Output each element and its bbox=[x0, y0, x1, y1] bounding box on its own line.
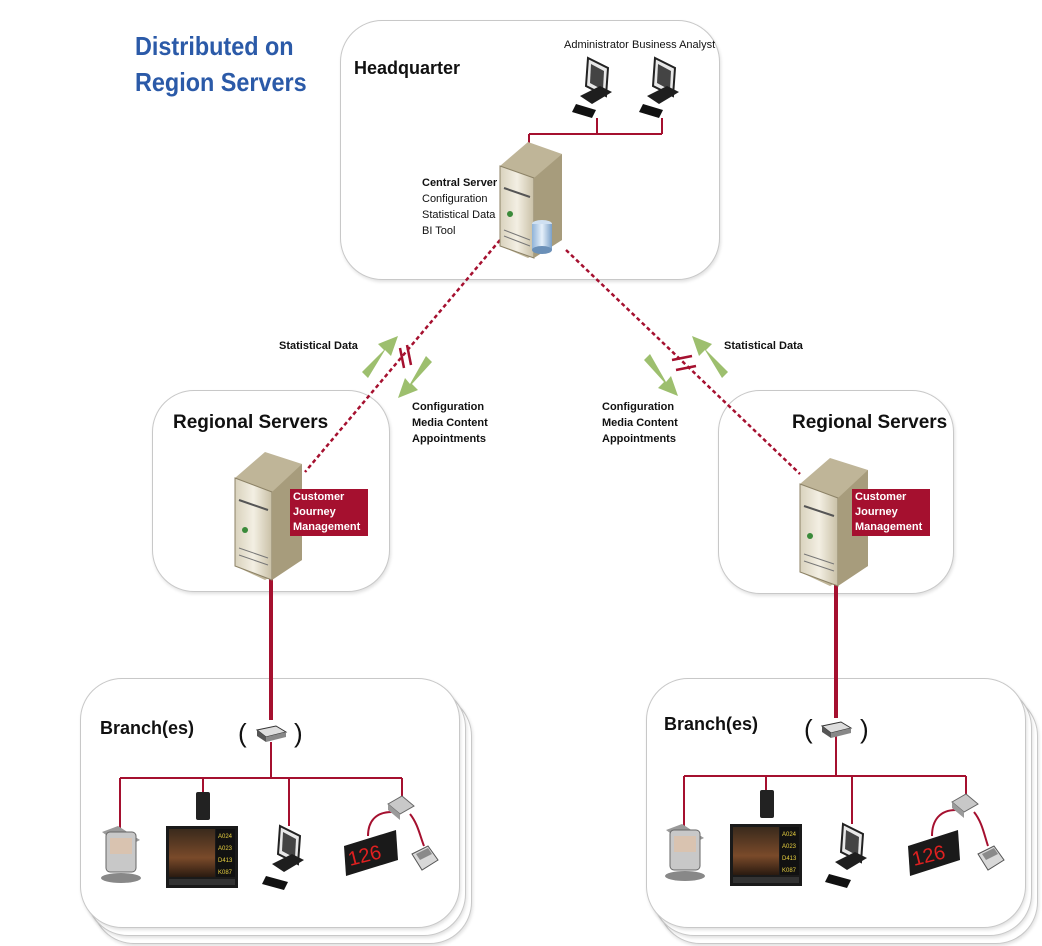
right-up-label: Statistical Data bbox=[724, 340, 803, 352]
cjm-right-line-1: Customer bbox=[855, 491, 907, 503]
central-server-line-statistical: Statistical Data bbox=[422, 209, 496, 221]
central-server-title: Central Server bbox=[422, 177, 498, 189]
right-down-label: Configuration Media Content Appointments bbox=[602, 399, 678, 447]
router-right-icon: ( ) bbox=[804, 714, 869, 744]
media-screen-left-icon: A024 A023 D413 K087 bbox=[166, 792, 238, 888]
branch-right-lan bbox=[683, 736, 989, 847]
media-screen-right-icon: A024 A023 D413 K087 bbox=[730, 790, 802, 886]
diagram-title: Distributed on Region Servers bbox=[135, 28, 307, 100]
arrow-right-down bbox=[644, 354, 678, 396]
title-line-1: Distributed on bbox=[135, 31, 294, 61]
router-left-icon: ( ) bbox=[238, 718, 303, 748]
headquarter-title: Headquarter bbox=[354, 58, 461, 78]
screen-row-left-4: K087 bbox=[218, 870, 233, 876]
central-server-label: Central Server Configuration Statistical… bbox=[422, 175, 497, 239]
title-line-2: Region Servers bbox=[135, 67, 307, 97]
business-analyst-label: Business Analyst bbox=[632, 39, 716, 51]
counter-pc-right-icon bbox=[825, 822, 867, 888]
regional-server-left-icon bbox=[234, 452, 302, 581]
led-display-left-icon: 126 bbox=[344, 830, 398, 876]
ticket-printer-left-icon bbox=[387, 795, 415, 820]
left-down-line-1: Configuration bbox=[412, 401, 485, 413]
svg-text:(: ( bbox=[238, 718, 247, 748]
screen-row-right-2: A023 bbox=[782, 844, 797, 850]
svg-text:): ) bbox=[294, 718, 303, 748]
administrator-label: Administrator bbox=[564, 39, 629, 51]
left-down-line-2: Media Content bbox=[412, 417, 488, 429]
screen-row-right-4: K087 bbox=[782, 868, 797, 874]
regional-right-title: Regional Servers bbox=[792, 412, 948, 433]
cjm-left-line-3: Management bbox=[293, 521, 361, 533]
branch-right-title: Branch(es) bbox=[664, 714, 759, 734]
screen-row-right-3: D413 bbox=[782, 856, 797, 862]
kiosk-left-icon bbox=[101, 826, 141, 883]
central-server-line-configuration: Configuration bbox=[422, 193, 488, 205]
branch-left-title: Branch(es) bbox=[100, 718, 195, 738]
left-down-line-3: Appointments bbox=[412, 433, 486, 445]
screen-row-left-3: D413 bbox=[218, 858, 233, 864]
screen-row-right-1: A024 bbox=[782, 832, 797, 838]
left-down-label: Configuration Media Content Appointments bbox=[412, 399, 488, 447]
trunk-lines bbox=[269, 578, 838, 720]
administrator-pc-icon bbox=[572, 56, 612, 118]
central-server-line-bi: BI Tool bbox=[422, 225, 456, 237]
led-display-right-icon: 126 bbox=[908, 830, 960, 876]
cjm-left-line-2: Journey bbox=[293, 506, 336, 518]
kiosk-right-icon bbox=[665, 824, 705, 881]
hq-network-lines bbox=[528, 118, 663, 152]
branch-left-lan bbox=[119, 742, 425, 847]
keypad-left-icon bbox=[411, 845, 439, 871]
ticket-printer-right-icon bbox=[951, 793, 979, 818]
right-down-line-3: Appointments bbox=[602, 433, 676, 445]
central-server-icon bbox=[499, 142, 562, 259]
right-down-line-2: Media Content bbox=[602, 417, 678, 429]
cjm-right-line-3: Management bbox=[855, 521, 923, 533]
svg-text:(: ( bbox=[804, 714, 813, 744]
cjm-badge-right: Customer Journey Management bbox=[852, 489, 930, 536]
screen-row-left-1: A024 bbox=[218, 834, 233, 840]
screen-row-left-2: A023 bbox=[218, 846, 233, 852]
right-down-line-1: Configuration bbox=[602, 401, 675, 413]
wan-break-marks bbox=[398, 344, 697, 372]
keypad-right-icon bbox=[977, 845, 1005, 871]
arrow-left-down bbox=[398, 356, 432, 398]
arrow-left-up bbox=[362, 336, 398, 378]
counter-pc-left-icon bbox=[262, 824, 304, 890]
cjm-right-line-2: Journey bbox=[855, 506, 898, 518]
business-analyst-pc-icon bbox=[639, 56, 679, 118]
left-up-label: Statistical Data bbox=[279, 340, 358, 352]
cjm-left-line-1: Customer bbox=[293, 491, 345, 503]
cjm-badge-left: Customer Journey Management bbox=[290, 489, 368, 536]
wan-links bbox=[304, 239, 801, 475]
regional-left-title: Regional Servers bbox=[173, 412, 329, 433]
svg-text:): ) bbox=[860, 714, 869, 744]
arrow-right-up bbox=[692, 336, 728, 378]
